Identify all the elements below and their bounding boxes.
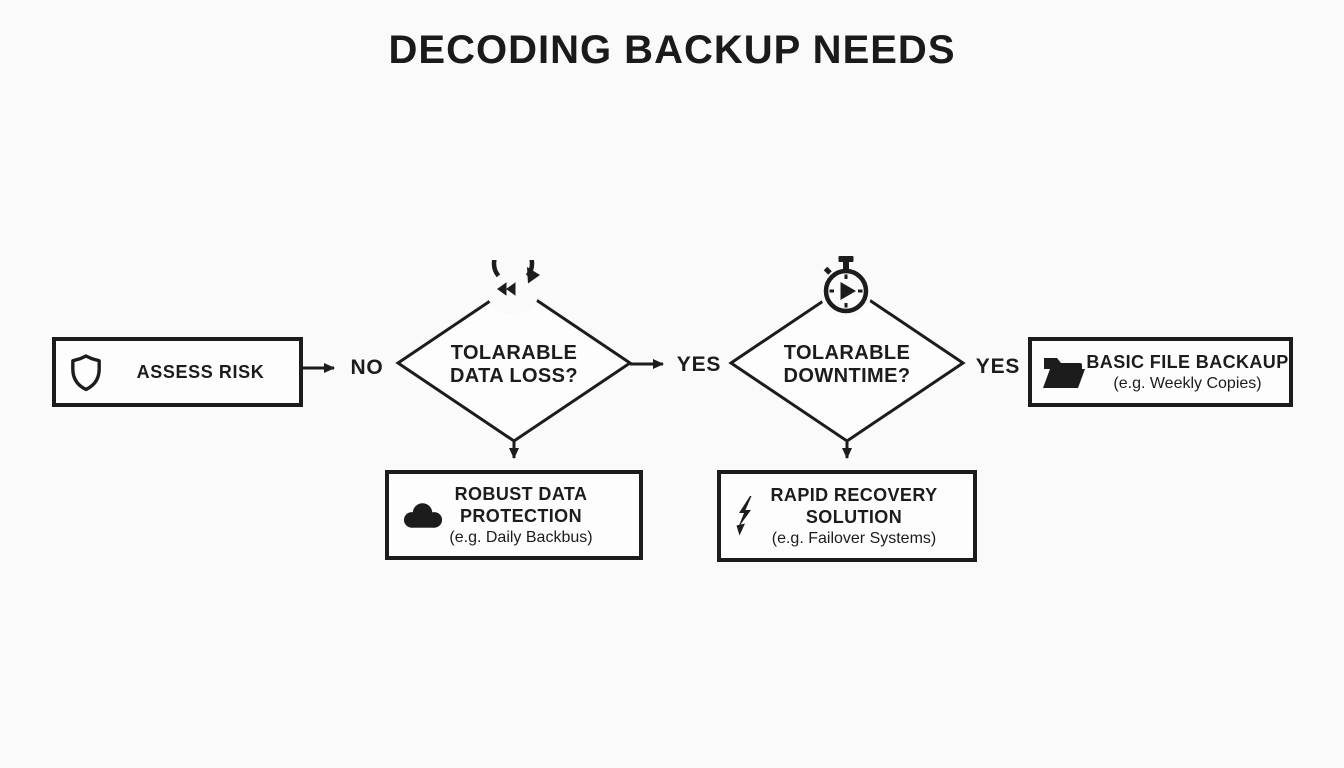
basic-file-backup-subtitle: (e.g. Weekly Copies) [1113,374,1262,392]
rapid-title-line2: SOLUTION [805,506,903,527]
basic-file-backup-title: BASIC FILE BACKAUP [1086,351,1289,372]
assess-risk-label: ASSESS RISK [136,361,265,382]
node-rapid-recovery-solution: RAPID RECOVERY SOLUTION (e.g. Failover S… [717,470,977,562]
robust-data-protection-text: ROBUST DATA PROTECTION (e.g. Daily Backb… [389,483,639,548]
decision-downtime-label: TOLARABLE DOWNTIME? [752,342,942,388]
lightning-icon [736,496,752,536]
node-assess-risk: ASSESS RISK [52,337,303,407]
robust-title-line2: PROTECTION [459,505,582,526]
node-basic-file-backup: BASIC FILE BACKAUP (e.g. Weekly Copies) [1028,337,1293,407]
node-robust-data-protection: ROBUST DATA PROTECTION (e.g. Daily Backb… [385,470,643,560]
stopwatch-icon [820,256,872,317]
rapid-title-line1: RAPID RECOVERY [770,484,938,505]
edge-label-yes-2: YES [975,355,1021,378]
basic-file-backup-text: BASIC FILE BACKAUP (e.g. Weekly Copies) [1086,351,1289,394]
decision-downtime-line2: DOWNTIME? [783,365,911,387]
rapid-subtitle: (e.g. Failover Systems) [771,529,937,547]
robust-subtitle: (e.g. Daily Backbus) [449,528,593,546]
edge-label-yes-1: YES [676,353,722,376]
decision-data-loss-line2: DATA LOSS? [449,365,579,387]
folder-icon [1043,358,1085,388]
edge-label-no: NO [350,356,384,379]
decision-data-loss-label: TOLARABLE DATA LOSS? [419,342,609,388]
page-title: DECODING BACKUP NEEDS [388,28,956,72]
rewind-refresh-icon [486,260,540,315]
shield-icon [71,354,101,392]
robust-title-line1: ROBUST DATA [454,483,588,504]
decision-downtime-line1: TOLARABLE [783,342,911,364]
cloud-icon [403,503,443,528]
decision-data-loss-line1: TOLARABLE [450,342,578,364]
rapid-recovery-text: RAPID RECOVERY SOLUTION (e.g. Failover S… [721,484,973,549]
